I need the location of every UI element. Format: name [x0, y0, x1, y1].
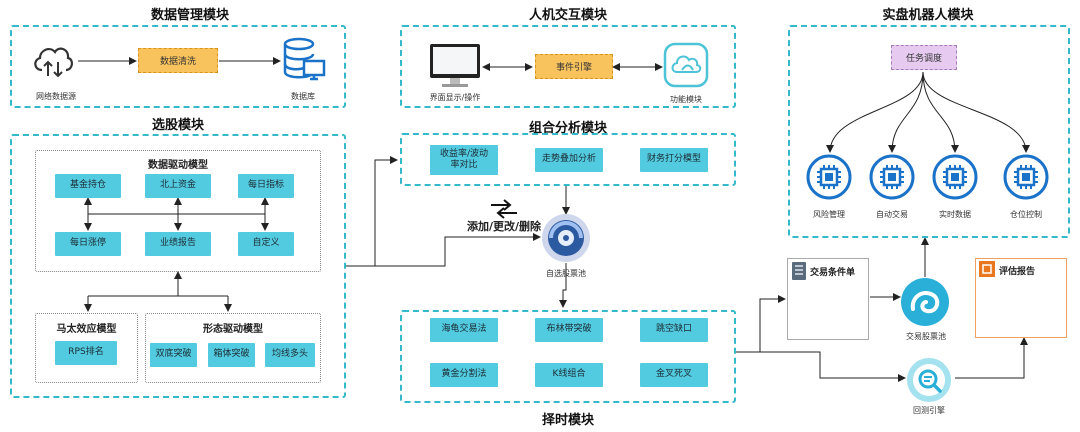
backtest-label: 回测引擎	[913, 406, 945, 415]
data-mgmt-title: 数据管理模块	[150, 8, 229, 23]
event-engine-box[interactable]: 事件引擎	[535, 54, 613, 79]
condition-label: 交易条件单	[810, 268, 856, 278]
hci-title: 人机交互模块	[528, 8, 607, 23]
monitor-icon	[428, 42, 482, 88]
chip-icon	[1003, 154, 1049, 200]
combo-module	[400, 133, 736, 186]
self-pool-label: 自选股票池	[546, 269, 586, 278]
data-driven-title: 数据驱动模型	[148, 160, 208, 171]
model-item[interactable]: 北上资金	[145, 174, 211, 198]
stock-module	[10, 134, 346, 398]
function-label: 功能模块	[670, 95, 702, 104]
timing-item[interactable]: K线组合	[535, 363, 603, 387]
stock-title: 选股模块	[151, 118, 204, 133]
model-item[interactable]: 双底突破	[150, 343, 197, 367]
data-mgmt-module	[10, 25, 346, 108]
cloud-upload-icon	[30, 40, 76, 80]
trade-pool-label: 交易股票池	[906, 332, 946, 341]
chip-icon	[932, 154, 978, 200]
data-driven-model	[35, 150, 321, 272]
report-box	[975, 258, 1067, 338]
combo-title: 组合分析模块	[528, 121, 607, 136]
robot-child-label: 风险管理	[813, 210, 845, 219]
timing-item[interactable]: 布林带突破	[535, 318, 603, 342]
robot-child-label: 自动交易	[876, 210, 908, 219]
model-item[interactable]: 每日指标	[238, 174, 294, 198]
model-item[interactable]: 每日涨停	[55, 232, 121, 256]
timing-item[interactable]: 海龟交易法	[430, 318, 498, 342]
chip-icon	[806, 154, 852, 200]
model-item[interactable]: 均线多头	[265, 343, 315, 367]
model-item[interactable]: 业绩报告	[145, 232, 211, 256]
robot-module	[788, 25, 1070, 238]
form-model	[145, 313, 321, 383]
display-label: 界面显示/操作	[429, 93, 481, 102]
trade-pool-icon	[900, 277, 950, 327]
dispatch-box[interactable]: 任务调度	[891, 45, 957, 70]
chip-icon	[869, 154, 915, 200]
data-clean-box[interactable]: 数据清洗	[138, 48, 218, 73]
timing-item[interactable]: 跳空缺口	[640, 318, 708, 342]
function-cloud-icon	[663, 42, 709, 88]
model-item[interactable]: 基金持仓	[55, 174, 121, 198]
backtest-icon	[906, 357, 952, 403]
matthew-model	[35, 313, 138, 383]
timing-item[interactable]: 金叉死叉	[640, 363, 708, 387]
combo-item[interactable]: 收益率/波动 率对比	[430, 145, 498, 175]
timing-title: 择时模块	[541, 413, 594, 428]
combo-item[interactable]: 走势叠加分析	[535, 148, 603, 172]
model-item[interactable]: 自定义	[238, 232, 294, 256]
form-title: 形态驱动模型	[203, 324, 263, 335]
database-icon	[282, 37, 326, 83]
database-label: 数据库	[291, 92, 315, 101]
timing-item[interactable]: 黄金分割法	[430, 363, 498, 387]
edit-label: 添加/更改/删除	[467, 220, 542, 233]
robot-title: 实盘机器人模块	[882, 8, 974, 23]
swap-arrows-icon	[491, 199, 517, 219]
server-icon	[791, 261, 807, 281]
hci-module	[400, 25, 736, 108]
report-icon	[979, 261, 995, 277]
data-source-label: 网络数据源	[36, 92, 76, 101]
report-label: 评估报告	[999, 267, 1036, 277]
timing-module	[400, 310, 736, 403]
model-item[interactable]: 箱体突破	[208, 343, 255, 367]
robot-child-label: 实时数据	[939, 210, 971, 219]
matthew-title: 马太效应模型	[56, 324, 117, 335]
robot-child-label: 仓位控制	[1010, 210, 1042, 219]
self-pool-icon	[541, 213, 591, 263]
model-item[interactable]: RPS排名	[55, 341, 117, 365]
combo-item[interactable]: 财务打分模型	[640, 148, 708, 172]
